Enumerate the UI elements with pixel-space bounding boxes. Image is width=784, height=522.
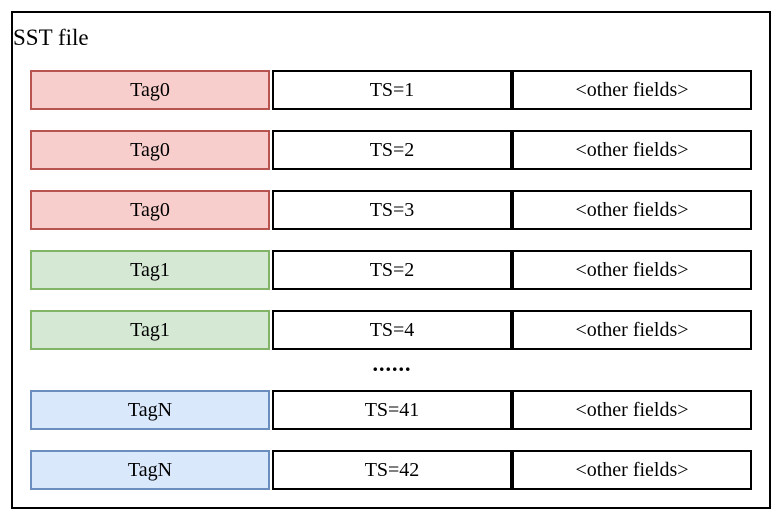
- other-fields-cell: <other fields>: [512, 390, 752, 430]
- record-row: TagN TS=41 <other fields>: [30, 390, 752, 430]
- timestamp-cell: TS=4: [272, 310, 512, 350]
- other-fields-cell: <other fields>: [512, 310, 752, 350]
- ellipsis-rows-omitted: ......: [372, 351, 412, 376]
- record-row: TagN TS=42 <other fields>: [30, 450, 752, 490]
- record-row: Tag0 TS=2 <other fields>: [30, 130, 752, 170]
- timestamp-cell: TS=1: [272, 70, 512, 110]
- other-fields-cell: <other fields>: [512, 250, 752, 290]
- record-row: Tag0 TS=3 <other fields>: [30, 190, 752, 230]
- tag-cell: Tag0: [30, 130, 270, 170]
- tag-cell: TagN: [30, 450, 270, 490]
- other-fields-cell: <other fields>: [512, 190, 752, 230]
- tag-cell: Tag0: [30, 70, 270, 110]
- timestamp-cell: TS=2: [272, 250, 512, 290]
- record-row: Tag1 TS=4 <other fields>: [30, 310, 752, 350]
- timestamp-cell: TS=41: [272, 390, 512, 430]
- timestamp-cell: TS=42: [272, 450, 512, 490]
- record-row: Tag1 TS=2 <other fields>: [30, 250, 752, 290]
- tag-cell: TagN: [30, 390, 270, 430]
- tag-cell: Tag0: [30, 190, 270, 230]
- diagram-title: SST file: [13, 25, 89, 50]
- tag-cell: Tag1: [30, 250, 270, 290]
- other-fields-cell: <other fields>: [512, 70, 752, 110]
- record-row: Tag0 TS=1 <other fields>: [30, 70, 752, 110]
- timestamp-cell: TS=3: [272, 190, 512, 230]
- tag-cell: Tag1: [30, 310, 270, 350]
- other-fields-cell: <other fields>: [512, 450, 752, 490]
- other-fields-cell: <other fields>: [512, 130, 752, 170]
- timestamp-cell: TS=2: [272, 130, 512, 170]
